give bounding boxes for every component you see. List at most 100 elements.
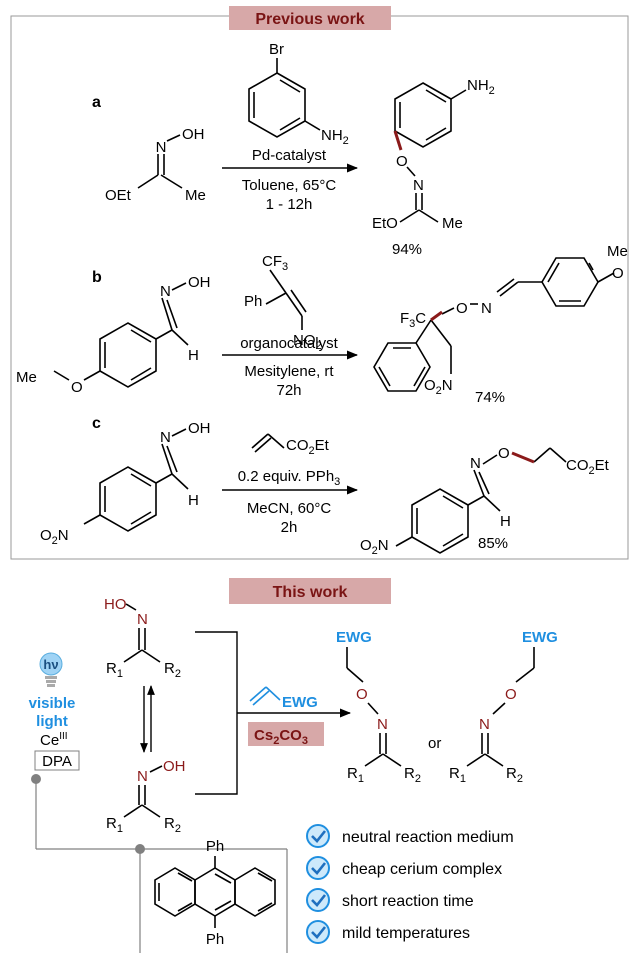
- substrate-b-me: Me: [16, 369, 37, 386]
- product-c-co2et: CO2Et: [566, 457, 610, 477]
- substrate-c: [83, 428, 189, 532]
- checkmark-icon: [311, 862, 327, 875]
- reagent-a-br: Br: [269, 41, 284, 58]
- feature-item: mild temperatures: [306, 920, 470, 944]
- product1-o: O: [356, 686, 368, 703]
- product-c-o: O: [498, 445, 510, 462]
- product-a-ring: [394, 82, 467, 148]
- feature-text: mild temperatures: [342, 925, 470, 942]
- substrate-a-me: Me: [185, 187, 206, 204]
- product-a-new-bond: [393, 130, 403, 151]
- dpa-connector: [35, 779, 288, 953]
- feature-item: neutral reaction medium: [306, 824, 514, 848]
- product2-n: N: [479, 716, 490, 733]
- reagent-b-cf3: CF3: [262, 253, 288, 273]
- reagent-c: [251, 433, 285, 453]
- reagent-c-co2et: CO2Et: [286, 437, 330, 457]
- yield-a: 94%: [392, 241, 422, 258]
- visible-label: visible: [29, 695, 76, 712]
- light-bulb-icon: [39, 652, 63, 687]
- product-b-ome-o: O: [612, 265, 624, 282]
- product-a-n: N: [413, 177, 424, 194]
- reagent-b-no2: NO2: [293, 332, 322, 352]
- oxime-e-r1: R1: [106, 660, 123, 680]
- substrate-c-n: N: [160, 429, 171, 446]
- previous-work-title: Previous work: [255, 11, 364, 28]
- checkmark-icon: [311, 926, 327, 939]
- check-icon: [306, 920, 330, 944]
- substrate-b-o: O: [71, 379, 83, 396]
- product-c-h: H: [500, 513, 511, 530]
- yield-c: 85%: [478, 535, 508, 552]
- condition-c-bot2: 2h: [281, 519, 298, 536]
- substrate-c-o2n: O2N: [40, 527, 69, 547]
- product-b-o2n: O2N: [424, 377, 453, 397]
- product1-r2: R2: [404, 765, 421, 785]
- check-icon: [306, 856, 330, 880]
- product2-r1: R1: [449, 765, 466, 785]
- product2-ewg: EWG: [522, 629, 558, 646]
- checkmark-icon: [311, 894, 327, 907]
- oxime-z-r1: R1: [106, 815, 123, 835]
- product-b-me: Me: [607, 243, 628, 260]
- hv-label: hν: [43, 657, 58, 672]
- product-a-me: Me: [442, 215, 463, 232]
- product-b-o: O: [456, 300, 468, 317]
- checkmark-icon: [311, 830, 327, 843]
- oxime-e-ho: HO: [104, 596, 127, 613]
- substrate-c-h: H: [188, 492, 199, 509]
- base-label: Cs2CO3: [254, 727, 308, 747]
- dpa-ph-top: Ph: [206, 838, 224, 855]
- product-a-nh2: NH2: [467, 77, 495, 97]
- substrate-a: [137, 154, 183, 189]
- substrate-c-oh: OH: [188, 420, 211, 437]
- product-a-eto: EtO: [372, 215, 398, 232]
- product1-ewg: EWG: [336, 629, 372, 646]
- product2-r2: R2: [506, 765, 523, 785]
- substrate-a-oet: OEt: [105, 187, 132, 204]
- feature-item: short reaction time: [306, 888, 474, 912]
- reagent-ewg: EWG: [282, 694, 318, 711]
- this-work-banner: [229, 578, 391, 604]
- substrate-b-n: N: [160, 283, 171, 300]
- substrate-b-h: H: [188, 347, 199, 364]
- condition-a-bot2: 1 - 12h: [266, 196, 313, 213]
- condition-c-top: 0.2 equiv. PPh3: [238, 468, 341, 488]
- dpa-box: [34, 750, 80, 771]
- condition-b-top: organocatalyst: [240, 335, 338, 352]
- oxime-e-n: N: [137, 611, 148, 628]
- condition-b-bot1: Mesitylene, rt: [244, 363, 334, 380]
- label-b: b: [92, 269, 102, 286]
- product-c-o2n: O2N: [360, 537, 389, 557]
- feature-list: neutral reaction medium cheap cerium comp…: [306, 824, 514, 944]
- oxime-z-oh: OH: [163, 758, 186, 775]
- product-a-o: O: [396, 153, 408, 170]
- product-c: [395, 447, 567, 554]
- product-b: [373, 257, 615, 392]
- reagent-b: [265, 269, 307, 330]
- check-icon: [306, 824, 330, 848]
- this-work-title: This work: [273, 584, 348, 601]
- product-b-f3c: F3C: [400, 310, 426, 330]
- product1-r1: R1: [347, 765, 364, 785]
- product-b-new-bond: [430, 310, 443, 322]
- dpa-structure: [154, 856, 276, 928]
- condition-a-bot1: Toluene, 65°C: [242, 177, 337, 194]
- reagent-a-ring: [248, 58, 321, 138]
- check-icon: [306, 888, 330, 912]
- label-a: a: [92, 94, 101, 111]
- product2-o: O: [505, 686, 517, 703]
- condition-c-bot1: MeCN, 60°C: [247, 500, 332, 517]
- substrate-b: [53, 282, 189, 388]
- substrate-a-n: N: [156, 139, 167, 156]
- feature-item: cheap cerium complex: [306, 856, 502, 880]
- yield-b: 74%: [475, 389, 505, 406]
- feature-text: short reaction time: [342, 893, 474, 910]
- oxime-z-r2: R2: [164, 815, 181, 835]
- reagent-a-nh2: NH2: [321, 127, 349, 147]
- feature-text: neutral reaction medium: [342, 829, 514, 846]
- oxime-z-n: N: [137, 768, 148, 785]
- base-box: [248, 722, 324, 746]
- previous-work-banner: [229, 6, 391, 30]
